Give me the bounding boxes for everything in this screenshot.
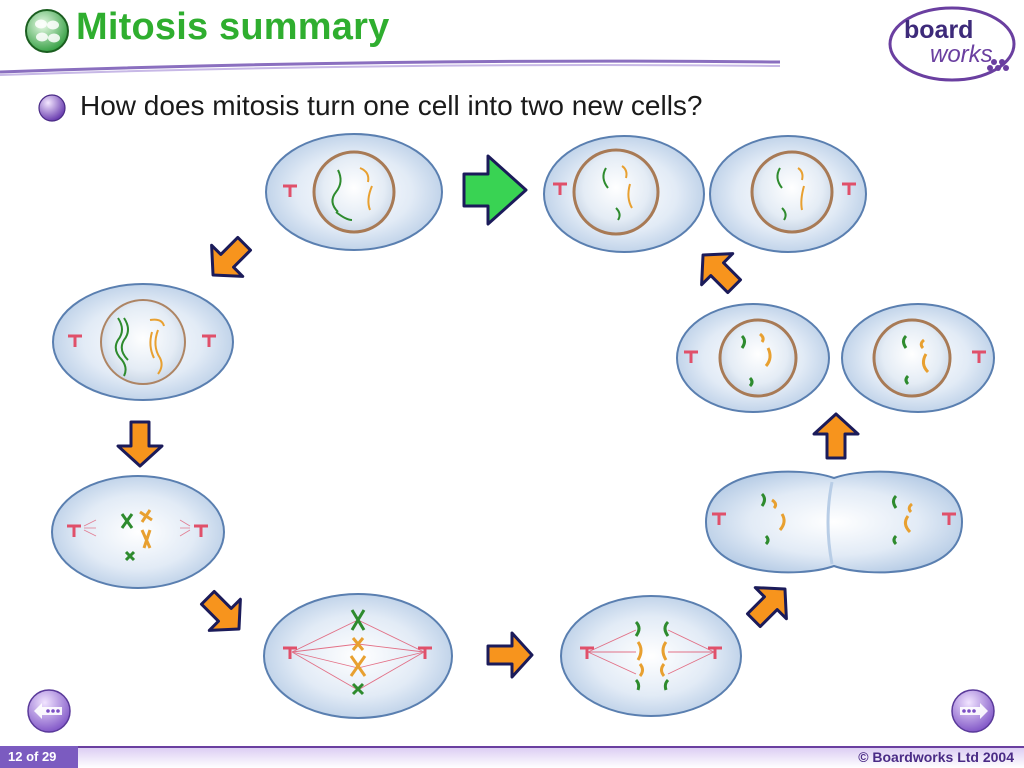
arrow-to-prophase — [210, 235, 253, 278]
daughter-cell-right-forming — [841, 303, 995, 413]
question-text: How does mitosis turn one cell into two … — [80, 90, 703, 121]
arrow-to-daughters — [462, 154, 528, 226]
cell-prometaphase — [51, 475, 225, 589]
next-slide-button[interactable] — [950, 688, 996, 734]
logo-text-works: works — [930, 41, 993, 68]
daughter-cell-left-final — [543, 135, 705, 253]
arrow-to-metaphase — [199, 589, 242, 632]
bullet-orb-icon — [38, 94, 66, 122]
cell-anaphase — [560, 595, 742, 717]
centriole — [283, 184, 297, 197]
daughter-cell-left-forming — [676, 303, 830, 413]
copyright-text: © Boardworks Ltd 2004 — [858, 749, 1014, 765]
cell-group-icon — [25, 9, 69, 53]
prev-slide-button[interactable] — [26, 688, 72, 734]
slide-number: 12 of 29 — [8, 749, 57, 764]
arrow-to-daughters-forming — [812, 412, 860, 460]
cell-prophase — [52, 283, 234, 401]
cell-interphase — [265, 133, 443, 251]
arrow-to-prometaphase — [116, 420, 164, 468]
cell-metaphase — [263, 593, 453, 719]
footer-bar — [0, 746, 1024, 768]
cell-telophase — [704, 470, 964, 574]
next-arrow-icon — [960, 703, 988, 719]
header-rule — [0, 59, 780, 76]
arrow-to-anaphase — [486, 631, 534, 679]
prev-arrow-icon — [34, 703, 62, 719]
page-title: Mitosis summary — [76, 6, 390, 48]
arrow-to-final-daughters — [700, 252, 743, 295]
daughter-cell-right-final — [709, 135, 867, 253]
arrow-to-telophase — [745, 586, 788, 629]
logo-text-board: board — [904, 16, 973, 44]
boardworks-logo: board works — [888, 6, 1016, 82]
